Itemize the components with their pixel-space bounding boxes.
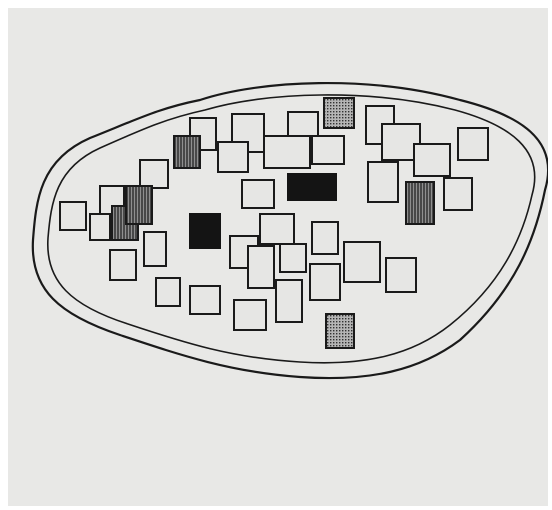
empty-square bbox=[312, 222, 338, 254]
clustered-squares-diagram bbox=[8, 8, 548, 506]
empty-square bbox=[190, 286, 220, 314]
empty-square bbox=[312, 136, 344, 164]
solid-square bbox=[288, 174, 336, 200]
empty-square bbox=[368, 162, 398, 202]
empty-square bbox=[234, 300, 266, 330]
empty-square bbox=[248, 246, 274, 288]
empty-square bbox=[458, 128, 488, 160]
empty-square bbox=[414, 144, 450, 176]
empty-square bbox=[110, 250, 136, 280]
empty-square bbox=[144, 232, 166, 266]
empty-square bbox=[156, 278, 180, 306]
empty-square bbox=[386, 258, 416, 292]
hatched-square bbox=[174, 136, 200, 168]
empty-square bbox=[288, 112, 318, 138]
stippled-square bbox=[326, 314, 354, 348]
hatched-square bbox=[406, 182, 434, 224]
hatched-square bbox=[126, 186, 152, 224]
empty-square bbox=[344, 242, 380, 282]
empty-square bbox=[242, 180, 274, 208]
empty-square bbox=[90, 214, 110, 240]
stippled-square bbox=[324, 98, 354, 128]
empty-square bbox=[60, 202, 86, 230]
empty-square bbox=[264, 136, 310, 168]
empty-square bbox=[280, 244, 306, 272]
empty-square bbox=[276, 280, 302, 322]
empty-square bbox=[444, 178, 472, 210]
empty-square bbox=[260, 214, 294, 244]
empty-square bbox=[310, 264, 340, 300]
diagram-photo bbox=[8, 8, 548, 506]
empty-square bbox=[140, 160, 168, 188]
empty-square bbox=[218, 142, 248, 172]
solid-square bbox=[190, 214, 220, 248]
